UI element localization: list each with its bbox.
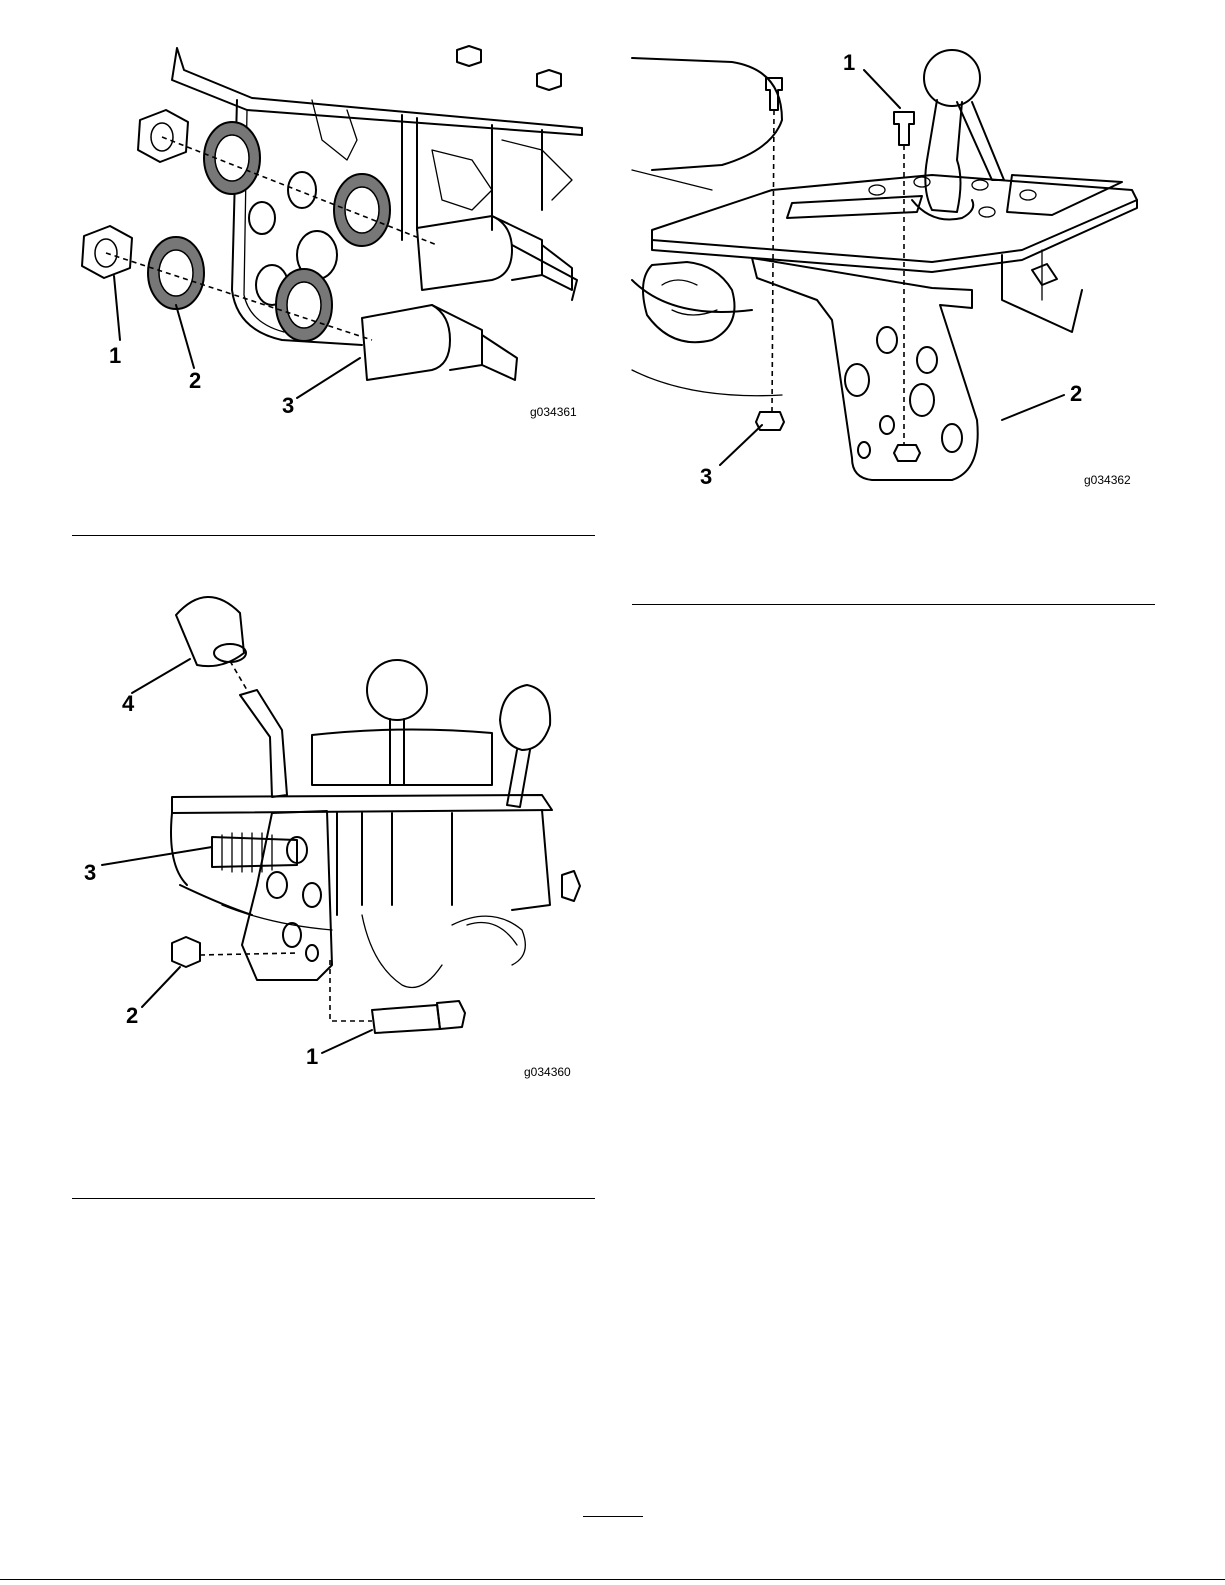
figure-id: g034361: [530, 406, 577, 418]
callout-1: 1: [306, 1046, 318, 1068]
bottom-border-rule: [0, 1579, 1225, 1580]
figure-g034360: 4 3 2 1 g034360: [72, 585, 592, 1085]
callout-1: 1: [843, 52, 855, 74]
rule-figure-2: [632, 604, 1155, 605]
figure-id: g034362: [1084, 474, 1131, 486]
figure-g034361: 1 2 3 g034361: [72, 40, 592, 440]
figure-g034360-drawing: [72, 585, 592, 1085]
callout-1: 1: [109, 345, 121, 367]
callout-3: 3: [282, 395, 294, 417]
rule-figure-3: [72, 1198, 595, 1199]
page-number-rule: [583, 1516, 643, 1517]
figure-g034361-drawing: [72, 40, 592, 440]
callout-3: 3: [700, 466, 712, 488]
callout-2: 2: [1070, 383, 1082, 405]
figure-g034362: 1 2 3 g034362: [632, 40, 1152, 500]
figure-id: g034360: [524, 1066, 571, 1078]
callout-2: 2: [126, 1005, 138, 1027]
callout-4: 4: [122, 693, 134, 715]
rule-figure-1: [72, 535, 595, 536]
callout-2: 2: [189, 370, 201, 392]
callout-3: 3: [84, 862, 96, 884]
figure-g034362-drawing: [632, 40, 1152, 500]
